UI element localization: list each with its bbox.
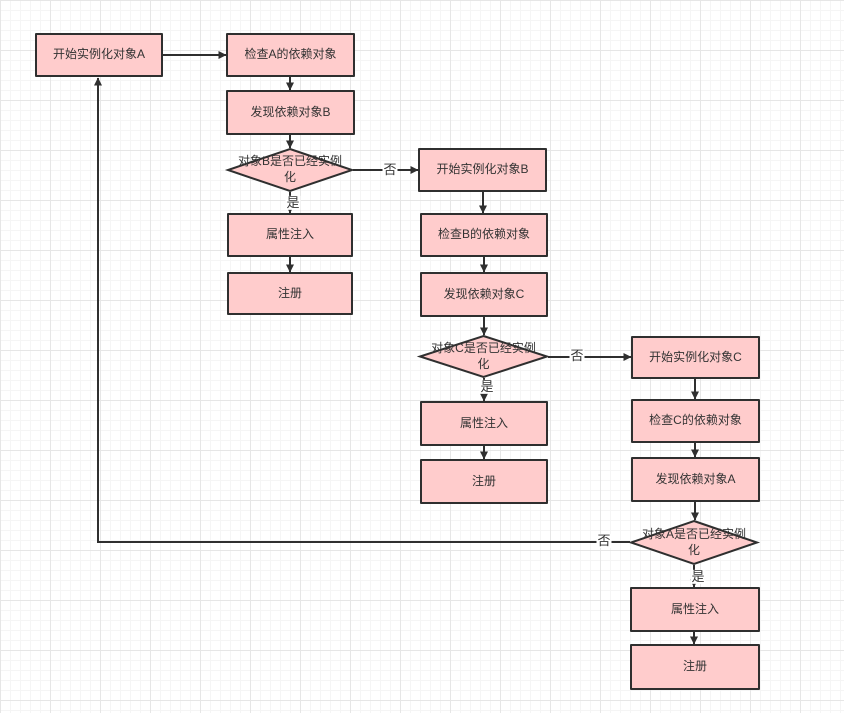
node-label: 发现依赖对象A bbox=[655, 471, 736, 486]
process-node-start-c: 开始实例化对象C bbox=[631, 336, 760, 379]
decision-node-decision-c: 对象C是否已经实例化 bbox=[416, 334, 551, 379]
edge-label-decision-a-yes: 是 bbox=[690, 568, 706, 585]
process-node-inject-b: 属性注入 bbox=[227, 213, 353, 257]
process-node-register-a: 注册 bbox=[630, 644, 760, 690]
node-label: 发现依赖对象B bbox=[250, 104, 331, 119]
process-node-start-b: 开始实例化对象B bbox=[418, 148, 547, 192]
process-node-found-a: 发现依赖对象A bbox=[631, 457, 760, 502]
process-node-check-b: 检查B的依赖对象 bbox=[420, 213, 548, 257]
node-label: 开始实例化对象C bbox=[649, 349, 742, 364]
node-label: 对象A是否已经实例化 bbox=[641, 526, 746, 557]
process-node-register-b: 注册 bbox=[227, 272, 353, 315]
edge-label-decision-a-no-loop: 否 bbox=[596, 532, 612, 549]
node-label: 属性注入 bbox=[670, 601, 719, 616]
node-label: 注册 bbox=[471, 473, 496, 488]
process-node-found-c: 发现依赖对象C bbox=[420, 272, 548, 317]
node-label: 开始实例化对象B bbox=[436, 162, 529, 177]
node-label: 发现依赖对象C bbox=[443, 286, 525, 301]
edge-label-decision-c-yes: 是 bbox=[479, 378, 495, 395]
node-label: 对象B是否已经实例化 bbox=[237, 154, 342, 184]
node-label: 开始实例化对象A bbox=[52, 47, 145, 62]
diamond-shape bbox=[627, 519, 761, 566]
node-label: 检查C的依赖对象 bbox=[649, 413, 742, 428]
decision-node-decision-a: 对象A是否已经实例化 bbox=[627, 519, 761, 566]
process-node-inject-c: 属性注入 bbox=[420, 401, 548, 446]
edge-label-decision-c-no: 否 bbox=[569, 347, 585, 364]
node-label: 属性注入 bbox=[265, 227, 314, 242]
process-node-inject-a: 属性注入 bbox=[630, 587, 760, 632]
process-node-register-c: 注册 bbox=[420, 459, 548, 504]
decision-node-decision-b: 对象B是否已经实例化 bbox=[224, 147, 356, 193]
node-label: 检查A的依赖对象 bbox=[244, 47, 337, 62]
node-label: 检查B的依赖对象 bbox=[437, 227, 530, 242]
process-node-found-b: 发现依赖对象B bbox=[226, 90, 355, 135]
node-label: 属性注入 bbox=[459, 415, 508, 430]
edge-label-decision-b-yes: 是 bbox=[285, 194, 301, 211]
node-label: 注册 bbox=[277, 285, 302, 300]
edge-decision-a-no-loop bbox=[94, 77, 630, 543]
process-node-check-c: 检查C的依赖对象 bbox=[631, 399, 760, 443]
node-label: 注册 bbox=[682, 659, 707, 674]
diamond-shape bbox=[224, 147, 356, 193]
process-node-start-a: 开始实例化对象A bbox=[35, 33, 163, 77]
process-node-check-a: 检查A的依赖对象 bbox=[226, 33, 355, 77]
node-label: 对象C是否已经实例化 bbox=[431, 340, 536, 371]
diamond-shape bbox=[416, 334, 551, 379]
edge-label-decision-b-no: 否 bbox=[382, 161, 398, 178]
